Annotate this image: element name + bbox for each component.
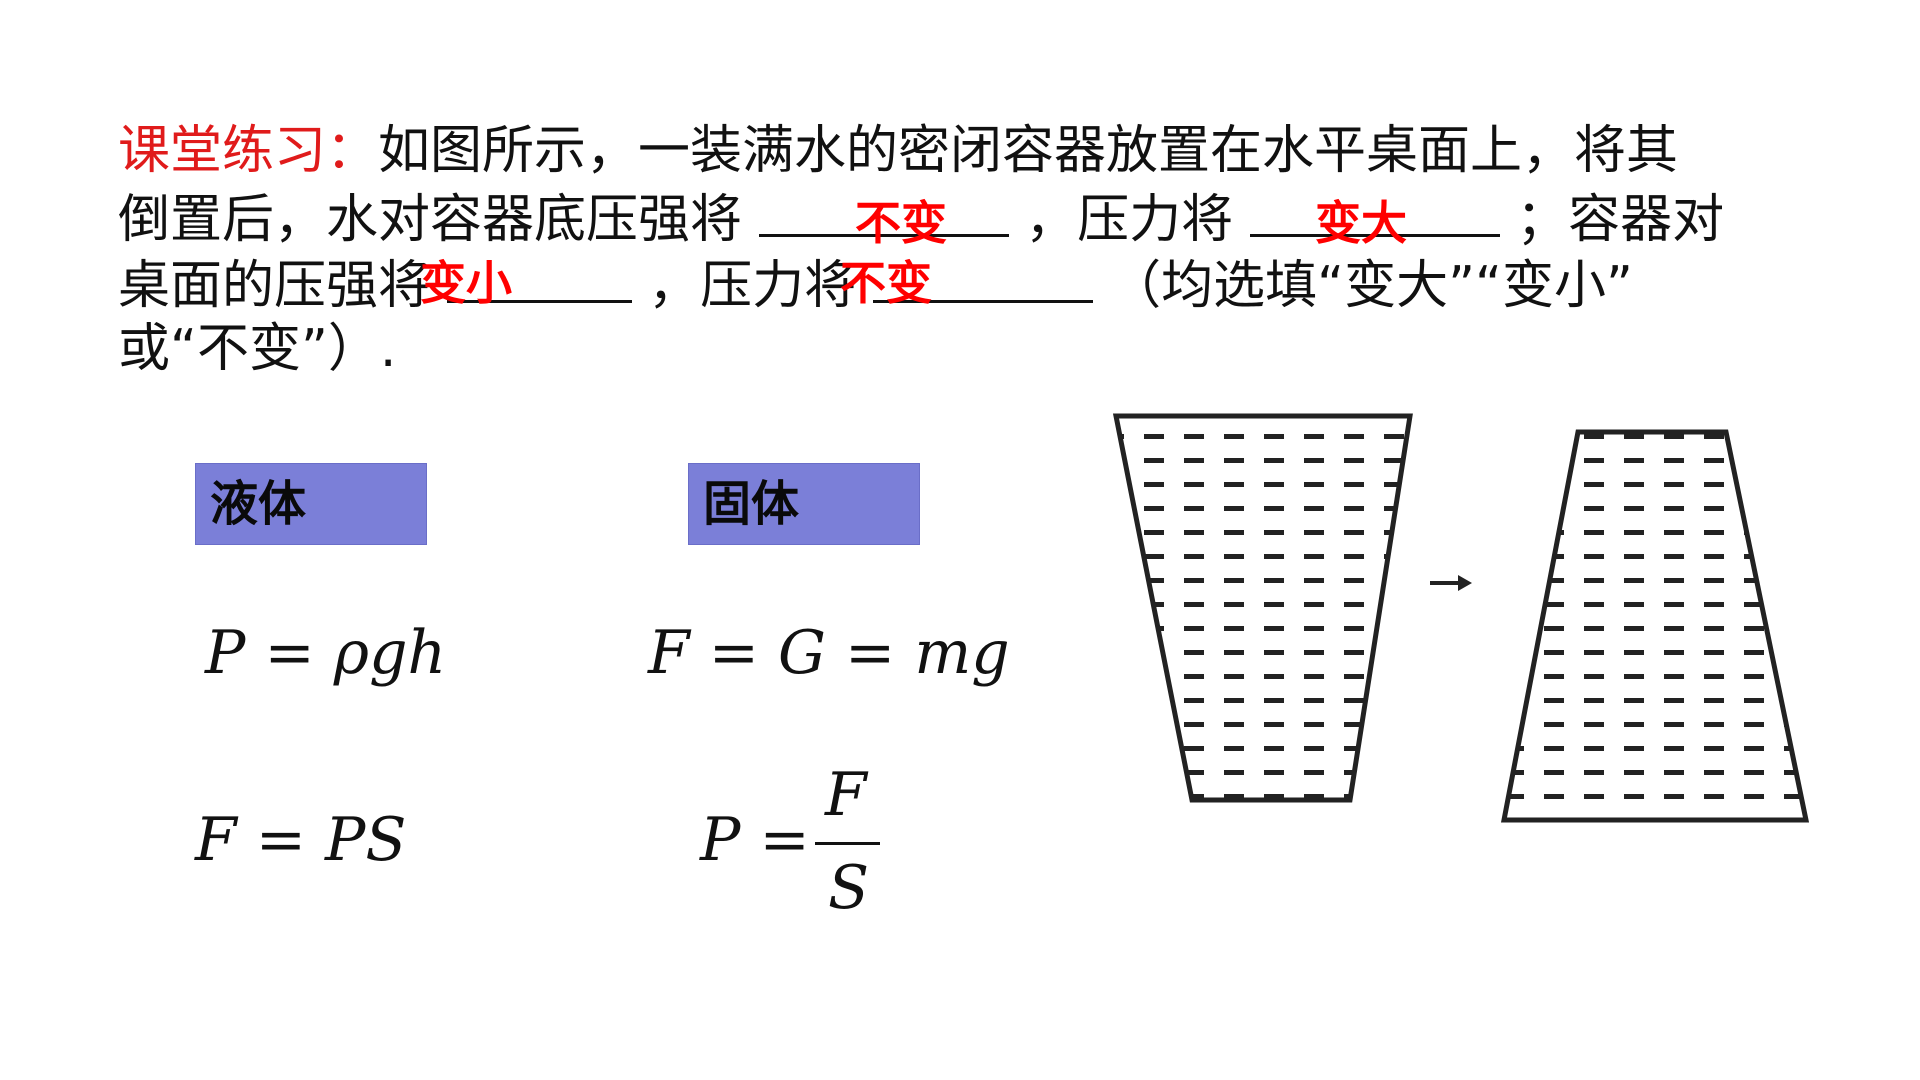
answer-blank-2[interactable] — [1249, 184, 1500, 237]
answer-blank-3[interactable] — [446, 250, 632, 303]
solid-label: 固体 — [703, 476, 800, 532]
question-line-3-a: 桌面的压强将 — [118, 256, 431, 316]
liquid-box: 液体 — [195, 463, 427, 545]
question-line-4: 或“不变”）. — [118, 316, 396, 382]
liquid-label: 液体 — [210, 476, 307, 532]
answer-1-text: 不变 — [855, 196, 947, 250]
fraction-bar — [815, 842, 880, 845]
question-line-3: 桌面的压强将 ，压力将 （均选填“变大”“变小” — [118, 250, 1633, 319]
formula-liquid-force: F = PS — [195, 805, 407, 875]
container-figure — [1112, 413, 1810, 823]
answer-2-text: 变大 — [1315, 196, 1407, 250]
answer-4-text: 不变 — [840, 256, 932, 310]
container-inverted — [1500, 429, 1810, 823]
answer-blank-1[interactable] — [758, 184, 1009, 237]
container-upright — [1112, 413, 1413, 803]
question-line-1-text: 如图所示，一装满水的密闭容器放置在水平桌面上，将其 — [378, 121, 1679, 181]
question-line-2-a: 倒置后，水对容器底压强将 — [118, 190, 743, 250]
question-line-4-text: 或“不变”）. — [118, 319, 397, 379]
answer-3-text: 变小 — [420, 256, 512, 310]
question-prefix: 课堂练习： — [118, 121, 379, 181]
question-line-2: 倒置后，水对容器底压强将 ，压力将 ；容器对 — [118, 184, 1724, 253]
answer-blank-4[interactable] — [872, 250, 1093, 303]
question-line-3-c: （均选填“变大”“变小” — [1109, 256, 1633, 316]
question-line-2-c: ；容器对 — [1516, 190, 1725, 250]
formula-solid-pressure-denominator: S — [828, 853, 870, 923]
solid-box: 固体 — [688, 463, 920, 545]
formula-liquid-pressure: P = ρgh — [205, 618, 447, 688]
formula-solid-force: F = G = mg — [648, 618, 1010, 688]
formula-solid-pressure-lhs: P = — [700, 805, 810, 875]
question-line-1: 课堂练习：如图所示，一装满水的密闭容器放置在水平桌面上，将其 — [118, 118, 1678, 184]
formula-solid-pressure-numerator: F — [825, 760, 867, 830]
question-line-3-b: ，压力将 — [648, 256, 857, 316]
question-line-2-b: ，压力将 — [1025, 190, 1234, 250]
arrow-icon — [1430, 575, 1472, 591]
